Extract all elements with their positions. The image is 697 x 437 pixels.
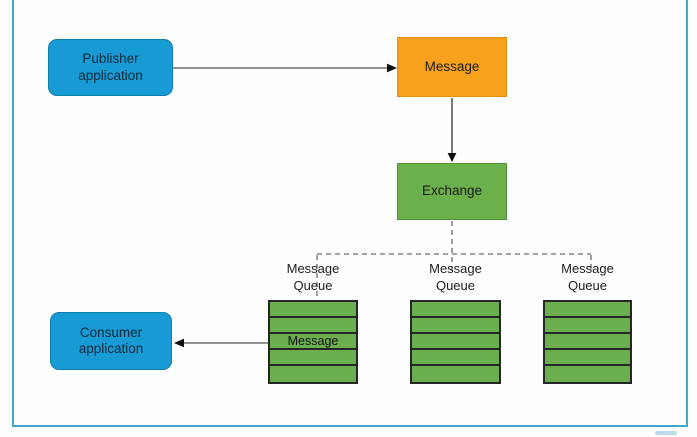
queue2-slot — [412, 334, 499, 350]
queue1-slot — [270, 350, 356, 366]
queue3-label: Message Queue — [561, 261, 614, 293]
queue3-slot — [545, 318, 630, 334]
dashed-exchange-to-queues — [316, 221, 592, 298]
queue2-slot — [412, 366, 499, 382]
consumer-application-label: Consumer application — [78, 324, 144, 356]
publisher-application-label: Publisher application — [78, 51, 143, 83]
publisher-application-node: Publisher application — [48, 39, 173, 96]
queue1-label: Message Queue — [286, 261, 340, 293]
slide-border-right — [686, 0, 688, 427]
queue3-slot — [545, 334, 630, 350]
queue1-slot — [270, 302, 356, 318]
queue2-stack — [410, 300, 501, 384]
queue1-slot — [270, 318, 356, 334]
screen-artifact — [655, 431, 677, 435]
queue3-slot — [545, 350, 630, 366]
queue2-slot — [412, 318, 499, 334]
queue3-stack — [543, 300, 632, 384]
queue1-slot-message: Message — [270, 334, 356, 350]
queue1-stack: Message — [268, 300, 358, 384]
slide-border-left — [12, 0, 14, 427]
queue2-slot — [412, 350, 499, 366]
slide-border-bottom — [12, 425, 688, 427]
exchange-node-label: Exchange — [421, 183, 483, 199]
queue2-slot — [412, 302, 499, 318]
queue3-slot — [545, 302, 630, 318]
exchange-node: Exchange — [397, 163, 507, 220]
message-node-label: Message — [424, 58, 480, 74]
arrow-queue1-to-consumer — [174, 338, 268, 348]
consumer-application-node: Consumer application — [50, 312, 172, 370]
message-node: Message — [397, 37, 507, 97]
arrow-message-to-exchange — [447, 98, 457, 162]
arrow-publisher-to-message — [173, 63, 397, 73]
queue2-label: Message Queue — [429, 261, 482, 293]
queue1-slot — [270, 366, 356, 382]
queue3-slot — [545, 366, 630, 382]
